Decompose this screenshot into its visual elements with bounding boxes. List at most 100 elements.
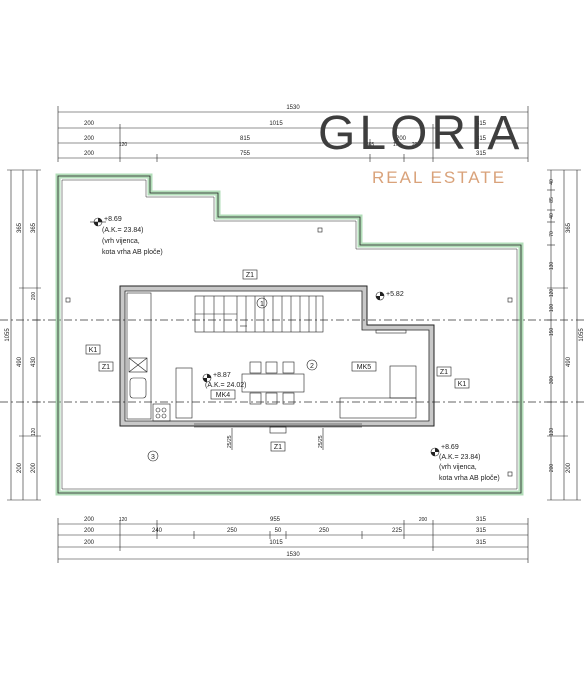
tag-k1-left: K1 — [89, 347, 98, 354]
living-furniture — [339, 329, 417, 419]
elev3-ak: (A.K.= 24.02) — [205, 382, 246, 389]
room-1: 1 — [260, 301, 264, 308]
roof-inner-outline — [61, 179, 518, 490]
dim-bot-r1-5: 315 — [476, 517, 487, 523]
dim-bot-r1-4: 200 — [419, 517, 428, 523]
dim-left-in-1: 365 — [31, 222, 37, 233]
brand-name: GLORIA — [318, 107, 524, 160]
dim-bot-r2-3: 250 — [227, 528, 238, 534]
elev4-line2: (vrh vijenca, — [439, 464, 477, 471]
bottom-dimension-texts: 200 120 955 200 315 200 240 250 50 250 2… — [84, 517, 487, 558]
top-dimension-texts: 1530 200 1015 315 200 815 200 315 200 12… — [84, 105, 487, 157]
kitchen-counter — [126, 292, 171, 422]
brand-tagline: REAL ESTATE — [372, 168, 507, 187]
elev3-value: +8.87 — [213, 372, 231, 379]
top-dimensions — [57, 106, 529, 162]
dim-left-in-2: 200 — [31, 292, 37, 301]
dim-right-in-8: 150 — [549, 328, 555, 337]
section-lines — [0, 319, 585, 403]
elev1-value: +8.69 — [104, 216, 122, 223]
roof-markers — [65, 227, 513, 477]
dim-top-total: 1530 — [286, 105, 300, 111]
dim-top-r3-3: 200 — [396, 136, 407, 142]
dim-right-in-9: 300 — [549, 376, 555, 385]
elev1-line3: kota vrha AB ploče) — [102, 249, 163, 256]
dim-left-in-4: 120 — [31, 428, 37, 437]
dim-bot-r3-2: 1015 — [269, 540, 283, 546]
dim-right-in-1: 40 — [549, 179, 555, 185]
dim-right-in-11: 200 — [549, 464, 555, 473]
elev2-value: +5.82 — [386, 291, 404, 298]
dim-right-mid-3: 200 — [566, 462, 572, 473]
dim-top-r2-3: 315 — [476, 121, 487, 127]
dim-top-r2-1: 200 — [84, 121, 95, 127]
tag-z1-right: Z1 — [440, 369, 448, 376]
staircase — [194, 295, 324, 333]
dim-top-r4-6: 200 — [412, 142, 421, 148]
dim-top-r3-1: 200 — [84, 136, 95, 142]
right-dimensions — [547, 169, 581, 501]
dim-bot-r2-7: 315 — [476, 528, 487, 534]
dim-right-in-2: 85 — [549, 197, 555, 203]
elevation-marker-4: +8.69 (A.K.= 23.84) (vrh vijenca, kota v… — [430, 444, 500, 482]
dim-bot-r2-5: 250 — [319, 528, 330, 534]
elevation-marker-2: +5.82 — [375, 291, 404, 301]
dim-left-in-5: 200 — [31, 462, 37, 473]
dim-bot-r2-6: 225 — [392, 528, 403, 534]
tag-mk4: MK4 — [216, 392, 231, 399]
dim-bot-r1-1: 200 — [84, 517, 95, 523]
roof-outline — [57, 175, 522, 494]
dim-right-in-10: 130 — [549, 428, 555, 437]
dim-left-in-3: 430 — [31, 356, 37, 367]
dim-right-outer: 1055 — [579, 328, 585, 342]
kitchen-island — [175, 367, 193, 419]
dim-right-in-3: 40 — [549, 213, 555, 219]
win1-label: 25/25 — [227, 435, 233, 448]
tag-z1-bottom: Z1 — [274, 444, 282, 451]
building-wall-inner — [124, 290, 430, 422]
dim-left-mid-1: 365 — [17, 222, 23, 233]
dim-bot-r3-1: 200 — [84, 540, 95, 546]
windows-bottom — [194, 423, 362, 450]
dim-bot-r2-4: 50 — [275, 528, 282, 534]
brand-logo: GLORIA REAL ESTATE — [318, 108, 558, 198]
window-size-labels: 25/25 25/25 — [227, 435, 324, 448]
room-3: 3 — [151, 454, 155, 461]
dim-right-mid-2: 490 — [566, 356, 572, 367]
dim-bot-r2-2: 240 — [152, 528, 163, 534]
dim-bot-r2-1: 200 — [84, 528, 95, 534]
elev1-ak: (A.K.= 23.84) — [102, 227, 143, 234]
elev4-ak: (A.K.= 23.84) — [439, 454, 480, 461]
right-dimension-texts: 1055 365 490 200 40 85 40 70 130 120 100… — [549, 179, 585, 473]
building-walls — [119, 285, 435, 427]
building-wall-outer — [119, 285, 435, 427]
elevation-marker-3: +8.87 (A.K.= 24.02) — [202, 372, 246, 389]
elev1-line2: (vrh vijenca, — [102, 238, 140, 245]
elevation-marker-1: +8.69 (A.K.= 23.84) (vrh vijenca, kota v… — [90, 216, 163, 256]
dining-table — [241, 361, 305, 405]
dim-right-mid-1: 365 — [566, 222, 572, 233]
dim-left-mid-3: 200 — [17, 462, 23, 473]
dim-right-in-6: 120 — [549, 289, 555, 298]
elev4-line3: kota vrha AB ploče) — [439, 475, 500, 482]
dim-top-r3-2: 815 — [240, 136, 251, 142]
dim-bot-total: 1530 — [286, 552, 300, 558]
dim-top-r3-4: 315 — [476, 136, 487, 142]
bottom-dimensions — [57, 518, 529, 563]
dim-left-outer: 1055 — [5, 328, 11, 342]
dim-top-r4-3: 755 — [240, 151, 251, 157]
tag-z1-top: Z1 — [246, 272, 254, 279]
tag-k1-right: K1 — [458, 381, 467, 388]
dim-left-mid-2: 490 — [17, 356, 23, 367]
dim-bot-r1-3: 955 — [270, 517, 281, 523]
wall-tags: Z1 Z1 Z1 Z1 K1 K1 MK4 MK5 — [85, 269, 470, 452]
dim-top-r4-5: 170 — [393, 142, 402, 148]
dim-top-r4-1: 200 — [84, 151, 95, 157]
dim-top-r4-2: 120 — [119, 142, 128, 148]
left-dimensions — [7, 169, 41, 501]
tag-z1-left: Z1 — [102, 364, 110, 371]
left-dimension-texts: 1055 365 490 200 365 200 430 120 200 — [5, 222, 37, 473]
elev4-value: +8.69 — [441, 444, 459, 451]
dim-bot-r3-3: 315 — [476, 540, 487, 546]
